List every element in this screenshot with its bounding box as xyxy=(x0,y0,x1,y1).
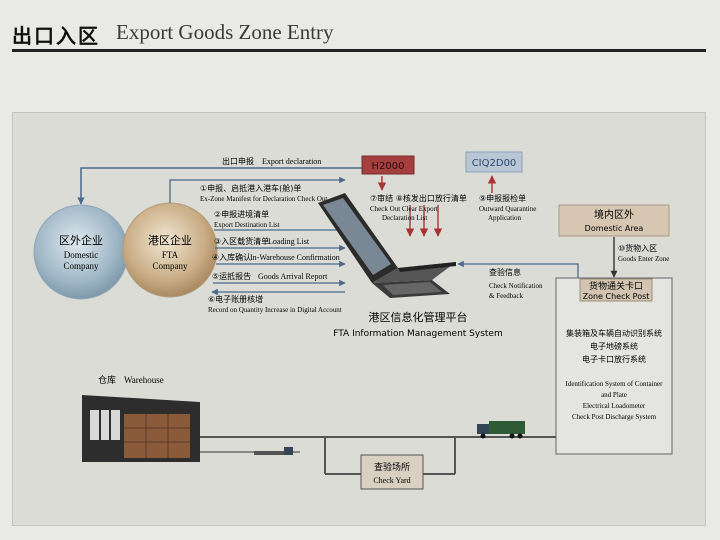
checkpost-system-en-3: Electrical Loadometer xyxy=(583,402,646,410)
arrival-report-en: Goods Arrival Report xyxy=(258,272,328,281)
export-declaration-cn: 出口申报 xyxy=(222,156,254,166)
check-yard-node: 查验场所 Check Yard xyxy=(360,454,424,490)
quarantine-en1: Outward Quarantine xyxy=(479,205,536,213)
check-notification-en1: Check Notification xyxy=(489,282,543,290)
slide-title-cn: 出口入区 xyxy=(12,24,100,48)
check-notification-cn: 查验信息 xyxy=(489,267,521,277)
road-lines xyxy=(200,436,556,475)
domestic-area-node: 境内区外 Domestic Area xyxy=(558,204,670,237)
checkpost-system-cn-3: 电子卡口放行系统 xyxy=(582,354,646,364)
fta-system-label: 港区信息化管理平台 FTA Information Management Sys… xyxy=(333,310,503,339)
domestic-company-node: 区外企业 Domestic Company xyxy=(33,204,129,300)
title-rule xyxy=(12,49,706,52)
fta-company-en1: FTA xyxy=(162,250,179,260)
domestic-area-en: Domestic Area xyxy=(585,224,644,233)
export-declaration-flow: 出口申报 Export declaration xyxy=(77,156,375,205)
export-declaration-en: Export declaration xyxy=(262,157,321,166)
checkpost-system-cn-1: 集装箱及车辆自动识别系统 xyxy=(566,328,662,338)
destination-list-cn: ②申报进境清单 xyxy=(214,209,269,219)
warehouse-node: 仓库 Warehouse xyxy=(82,374,200,462)
manifest-flow: ①申报、启抵港入港车(舱)单 Ex-Zone Manifest for Decl… xyxy=(169,176,346,203)
loading-list-cn: ③入区载货清单 xyxy=(214,236,269,246)
zone-check-post-en: Zone Check Post xyxy=(583,292,650,301)
check-yard-cn: 查验场所 xyxy=(374,461,410,473)
goods-enter-en: Goods Enter Zone xyxy=(618,255,669,263)
checkpost-system-en-2: and Plate xyxy=(601,391,627,399)
quantity-record-cn: ⑥电子账册核增 xyxy=(208,294,263,304)
in-warehouse-cn: ④入库确认 xyxy=(212,252,251,262)
quantity-record-flow: ⑥电子账册核增 Record on Quantity Increase in D… xyxy=(208,288,345,314)
truck-icon xyxy=(477,421,525,439)
warehouse-en: Warehouse xyxy=(124,375,164,385)
arrival-report-cn: ⑤运抵报告 xyxy=(212,271,251,281)
goods-enter-cn: ⑩货物入区 xyxy=(618,243,657,253)
checkpost-system-en-1: Identification System of Container xyxy=(565,380,663,388)
destination-list-flow: ②申报进境清单 Export Destination List xyxy=(214,209,346,234)
h2000-label: H2000 xyxy=(372,161,405,172)
quarantine-flow: ⑨申报报检单 Outward Quarantine Application xyxy=(479,175,536,222)
fta-company-cn: 港区企业 xyxy=(148,233,192,247)
check-notification-flow: 查验信息 Check Notification & Feedback xyxy=(457,260,579,300)
small-truck-icon xyxy=(254,447,293,455)
check-out-clear-flow: ⑦审结 ⑧核发出口放行清单 Check Out Clear Export Dec… xyxy=(370,176,467,237)
check-yard-en: Check Yard xyxy=(373,476,410,485)
slide-title-en: Export Goods Zone Entry xyxy=(116,20,334,44)
fta-system-cn: 港区信息化管理平台 xyxy=(369,310,468,324)
domestic-company-cn: 区外企业 xyxy=(59,233,103,247)
manifest-cn: ①申报、启抵港入港车(舱)单 xyxy=(200,183,301,193)
laptop-icon xyxy=(318,193,456,298)
loading-list-flow: ③入区载货清单 Loading List xyxy=(214,236,346,252)
quantity-record-en: Record on Quantity Increase in Digital A… xyxy=(208,306,342,314)
checkpost-system-en-4: Check Post Discharge System xyxy=(572,413,657,421)
quarantine-en2: Application xyxy=(488,214,522,222)
loading-list-en: Loading List xyxy=(268,237,310,246)
quarantine-cn: ⑨申报报检单 xyxy=(479,193,526,203)
domestic-area-cn: 境内区外 xyxy=(594,208,634,221)
fta-system-en: FTA Information Management System xyxy=(333,329,503,339)
destination-list-en: Export Destination List xyxy=(214,221,280,229)
checkpost-system-cn-2: 电子地磅系统 xyxy=(590,341,638,351)
zone-check-post-cn: 货物通关卡口 xyxy=(589,280,643,292)
ciq2000-label: CIQ2D00 xyxy=(472,158,517,169)
domestic-company-en2: Company xyxy=(64,261,99,271)
check-out-clear-cn: ⑦审结 ⑧核发出口放行清单 xyxy=(370,193,467,203)
zone-check-post-node: 货物通关卡口 Zone Check Post 集装箱及车辆自动识别系统 电子地磅… xyxy=(555,277,673,455)
in-warehouse-flow: ④入库确认 In-Warehouse Confirmation xyxy=(212,252,346,268)
fta-company-en2: Company xyxy=(153,261,188,271)
domestic-company-en1: Domestic xyxy=(64,250,99,260)
goods-enter-flow: ⑩货物入区 Goods Enter Zone xyxy=(610,237,669,278)
ciq2000-node: CIQ2D00 xyxy=(465,151,523,173)
check-out-clear-en1: Check Out Clear Export xyxy=(370,205,438,213)
fta-company-node: 港区企业 FTA Company xyxy=(122,202,218,298)
in-warehouse-en: In-Warehouse Confirmation xyxy=(250,253,340,262)
arrival-report-flow: ⑤运抵报告 Goods Arrival Report xyxy=(212,271,346,287)
h2000-node: H2000 xyxy=(361,155,415,175)
manifest-en: Ex-Zone Manifest for Declaration Check O… xyxy=(200,195,327,203)
check-out-clear-en2: Declaration List xyxy=(382,214,427,222)
warehouse-cn: 仓库 xyxy=(98,374,116,386)
check-notification-en2: & Feedback xyxy=(489,292,524,300)
